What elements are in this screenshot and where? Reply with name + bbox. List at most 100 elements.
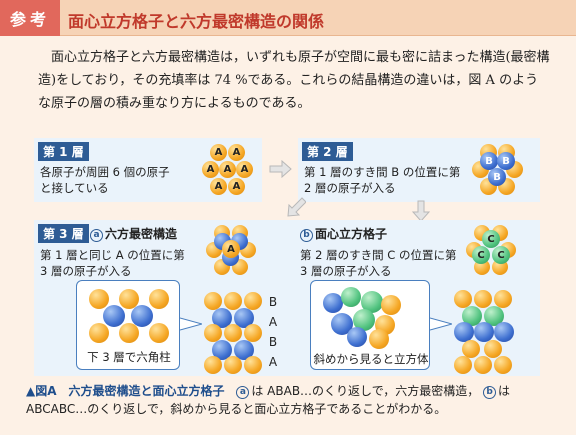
atom-a — [484, 340, 502, 358]
stack-labels: B A B A — [266, 292, 280, 374]
caption-text-a: は ABAB…のくり返しで，六方最密構造， — [251, 384, 480, 398]
atom-b — [323, 293, 343, 313]
atom-a: A — [228, 144, 245, 161]
atom-a — [494, 290, 512, 308]
atom-a: A — [219, 161, 236, 178]
atom-b: B — [497, 152, 515, 170]
cubic-model — [321, 287, 421, 349]
atom-b — [494, 322, 514, 342]
stack-label: A — [268, 355, 278, 369]
atom-a: A — [228, 178, 245, 195]
atom-a: A — [236, 161, 253, 178]
atom-a — [119, 323, 139, 343]
atom-b — [347, 327, 367, 347]
atom-c: C — [492, 246, 510, 264]
atom-a — [381, 295, 401, 315]
stack-label: B — [268, 335, 278, 349]
atom-c — [484, 306, 504, 326]
atom-c — [361, 291, 383, 313]
atom-c — [462, 306, 482, 326]
atom-a — [454, 290, 472, 308]
atom-b: B — [488, 168, 506, 186]
stack-label: A — [268, 315, 278, 329]
atom-a — [204, 324, 222, 342]
layer1-panel: 第 1 層 各原子が周囲 6 個の原子と接している A A A A A A A — [34, 138, 262, 202]
atom-b — [103, 305, 125, 327]
layer1-atoms: A A A A A A A — [202, 142, 262, 200]
atom-b: B — [480, 152, 498, 170]
atom-a — [149, 289, 169, 309]
layer3-tag: 第 3 層 — [38, 224, 89, 243]
hexagonal-prism-model — [85, 289, 173, 345]
fcc-callout-text: 斜めから見ると立方体 — [313, 352, 429, 366]
atom-b — [454, 322, 474, 342]
atom-a — [89, 289, 109, 309]
atom-a — [224, 324, 242, 342]
hcp-text: 第 1 層と同じ A の位置に第 3 層の原子が入る — [40, 248, 185, 278]
fcc-top-atoms: C C C — [466, 224, 522, 278]
atom-b — [212, 340, 232, 360]
atom-a — [204, 292, 222, 310]
callout-pointer — [180, 317, 202, 331]
callout-pointer — [430, 317, 452, 331]
marker-b: b — [483, 386, 497, 399]
hcp-top-atoms: A — [206, 224, 262, 278]
layer2-text: 第 1 層のすき間 B の位置に第 2 層の原子が入る — [304, 165, 461, 195]
atom-a — [149, 323, 169, 343]
layer1-text: 各原子が周囲 6 個の原子と接している — [40, 165, 170, 195]
arrow-right-icon — [269, 160, 292, 178]
atom-c — [341, 287, 361, 307]
marker-a: a — [90, 229, 103, 242]
marker-b: b — [300, 229, 313, 242]
intro-paragraph: 面心立方格子と六方最密構造は，いずれも原子が空間に最も密に詰まった構造(最密構造… — [38, 46, 550, 115]
caption-text-b: は ABCABC…のくり返しで，斜めから見ると面心立方格子であることがわかる。 — [26, 384, 511, 416]
layer2-tag: 第 2 層 — [302, 142, 353, 161]
fcc-callout: 斜めから見ると立方体 — [310, 280, 430, 370]
atom-a — [494, 356, 512, 374]
atom-b — [234, 308, 254, 328]
header-bar: 参考 面心立方格子と六方最密構造の関係 — [0, 0, 576, 36]
atom-b — [234, 340, 254, 360]
atom-a — [454, 356, 472, 374]
figure-caption-title: ▲図A 六方最密構造と面心立方格子 — [26, 384, 225, 398]
atom-b — [212, 308, 232, 328]
atom-a — [204, 356, 222, 374]
atom-a: A — [222, 240, 240, 258]
atom-b — [331, 313, 353, 335]
atom-c: C — [472, 246, 490, 264]
hcp-stack — [204, 292, 262, 374]
atom-a: A — [210, 178, 227, 195]
atom-a — [224, 292, 242, 310]
marker-a: a — [236, 386, 250, 399]
page-title: 面心立方格子と六方最密構造の関係 — [68, 12, 325, 31]
atom-a — [369, 329, 389, 349]
layer1-tag: 第 1 層 — [38, 142, 89, 161]
atom-a: A — [210, 144, 227, 161]
stack-label: B — [268, 295, 278, 309]
arrow-down-icon — [412, 200, 430, 222]
atom-a — [244, 324, 262, 342]
atom-a — [244, 292, 262, 310]
reference-tag: 参考 — [0, 0, 60, 36]
atom-a — [462, 340, 480, 358]
fcc-stack — [454, 290, 514, 374]
arrow-down-left-icon — [287, 197, 306, 217]
atom-b — [131, 305, 153, 327]
atom-a — [119, 289, 139, 309]
fcc-text: 第 2 層のすき間 C の位置に第 3 層の原子が入る — [300, 248, 457, 278]
layer2-atoms: B B B — [472, 142, 532, 200]
atom-c: C — [482, 230, 500, 248]
atom-c — [353, 309, 375, 331]
intro-text: 面心立方格子と六方最密構造は，いずれも原子が空間に最も密に詰まった構造(最密構造… — [38, 50, 550, 111]
hcp-callout: 下 3 層で六角柱 — [76, 280, 180, 370]
atom-a — [474, 356, 492, 374]
atom-a — [474, 290, 492, 308]
atom-a: A — [202, 161, 219, 178]
atom-b — [474, 322, 494, 342]
atom-a — [224, 356, 242, 374]
atom-a — [244, 356, 262, 374]
